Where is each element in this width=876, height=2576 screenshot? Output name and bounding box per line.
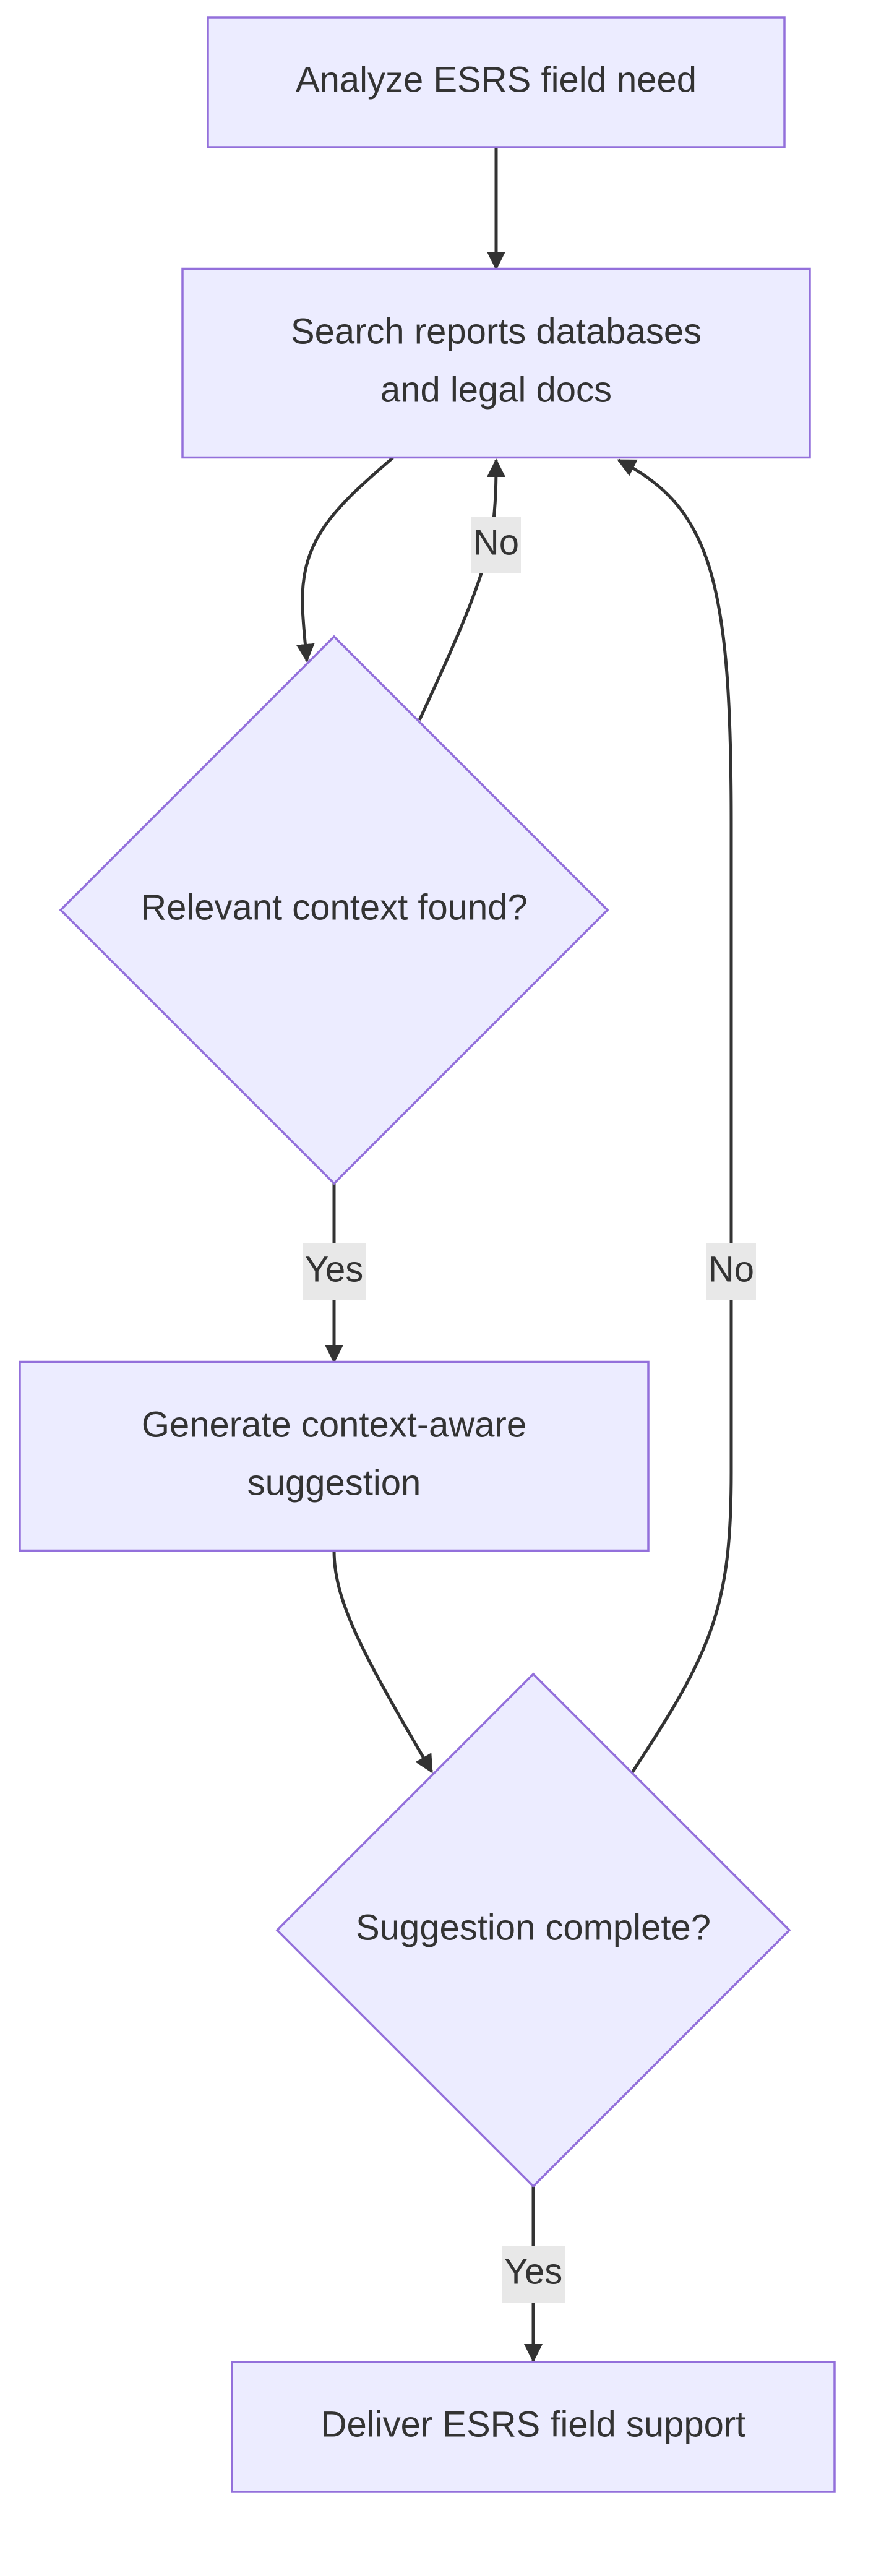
edge-label-text: Yes [305,1249,364,1289]
edge-generate-to-complete [332,1550,434,1774]
edge-label-yes: Yes [502,2246,565,2303]
process-box [19,1360,650,1552]
node-label: Generate context-aware [142,1404,526,1445]
node-label: Relevant context found? [140,887,528,927]
edge-label-text: Yes [504,2251,563,2291]
edge-search-to-relevant [296,457,394,663]
edge-label-no: No [471,517,521,573]
edge-complete-to-search [617,458,733,1774]
node-relevant: Relevant context found? [59,635,609,1185]
edge-label-background [706,1243,756,1300]
node-label: Deliver ESRS field support [321,2404,746,2444]
node-label: Suggestion complete? [356,1907,711,1947]
node-search: Search reports databases and legal docs [181,267,811,459]
edge-label-yes: Yes [303,1243,366,1300]
edge-label-text: No [708,1249,754,1289]
decision-diamond [275,1672,791,2188]
edge-relevant-to-search [418,458,505,721]
process-box [231,2361,836,2493]
edge-label-background [502,2246,565,2303]
edge-label-background [471,517,521,573]
edge-label-text: No [473,522,519,562]
process-box [207,16,786,148]
node-label: Search reports databases [291,311,702,351]
decision-diamond [59,635,609,1185]
node-label: and legal docs [380,369,612,410]
node-label: Analyze ESRS field need [296,59,697,100]
edge-label-background [303,1243,366,1300]
node-complete: Suggestion complete? [275,1672,791,2188]
node-analyze: Analyze ESRS field need [207,16,786,148]
node-deliver: Deliver ESRS field support [231,2361,836,2493]
node-label: suggestion [247,1462,421,1503]
edge-label-no: No [706,1243,756,1300]
node-generate: Generate context-aware suggestion [19,1360,650,1552]
process-box [181,267,811,459]
